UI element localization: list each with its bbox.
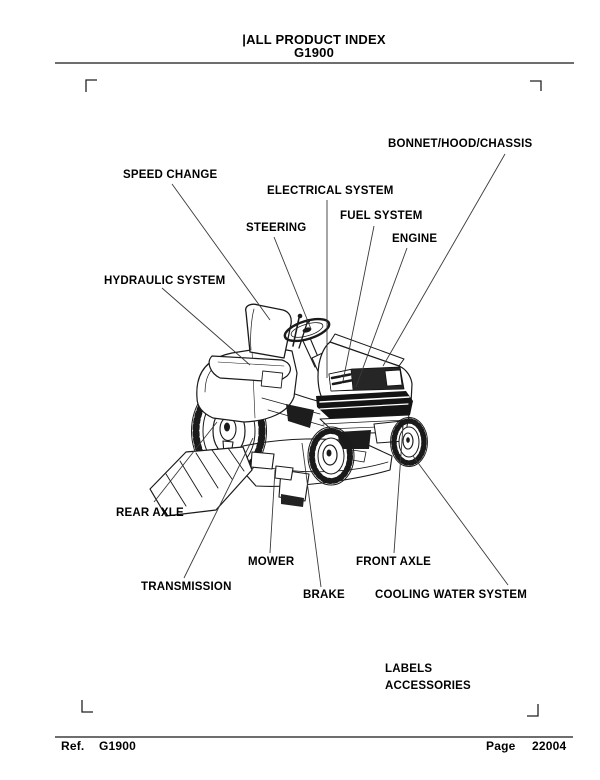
callout-brake[interactable]: BRAKE	[303, 589, 345, 601]
leader-line-brake	[301, 442, 322, 588]
crop-mark-bottom-left-icon	[81, 700, 93, 713]
leader-line-rear-axle	[153, 421, 218, 503]
model-title: G1900	[293, 45, 335, 60]
footer-page-value: 22004	[532, 739, 567, 753]
footer-ref-value: G1900	[99, 739, 137, 753]
header-rule	[55, 62, 574, 64]
discharge-chute	[149, 446, 253, 517]
intake-slots	[330, 373, 353, 386]
callout-hydraulic-system[interactable]: HYDRAULIC SYSTEM	[104, 275, 226, 287]
leader-line-hydraulic-system	[161, 287, 251, 366]
callout-fuel-system[interactable]: FUEL SYSTEM	[340, 210, 423, 222]
callout-transmission[interactable]: TRANSMISSION	[141, 581, 232, 593]
tractor-illustration	[149, 303, 428, 517]
leader-line-front-axle	[393, 425, 404, 554]
callout-speed-change[interactable]: SPEED CHANGE	[123, 169, 218, 181]
leader-lines	[153, 153, 509, 588]
footer-page-label: Page	[486, 739, 516, 753]
footer-ref-label: Ref.	[61, 739, 85, 753]
leader-line-fuel-system	[342, 225, 375, 382]
callout-front-axle[interactable]: FRONT AXLE	[356, 556, 432, 568]
leader-line-mower	[269, 469, 276, 554]
leader-line-transmission	[183, 437, 254, 579]
leader-line-steering	[273, 236, 312, 330]
seat	[208, 303, 292, 383]
callout-engine[interactable]: ENGINE	[392, 233, 438, 245]
leader-line-cooling-water-system	[412, 455, 509, 586]
callout-labels[interactable]: LABELS	[385, 663, 433, 675]
callout-electrical-system[interactable]: ELECTRICAL SYSTEM	[267, 185, 394, 197]
callout-rear-axle[interactable]: REAR AXLE	[116, 507, 184, 519]
bonnet-hood	[316, 333, 413, 435]
product-index-title: |ALL PRODUCT INDEX	[242, 32, 386, 47]
front-near-wheel	[307, 426, 355, 486]
leader-line-engine	[355, 247, 408, 388]
callout-steering[interactable]: STEERING	[246, 222, 307, 234]
leader-line-bonnet-hood-chassis	[382, 153, 506, 367]
callout-mower[interactable]: MOWER	[248, 556, 295, 568]
crop-mark-top-left-icon	[85, 79, 97, 92]
leader-line-speed-change	[171, 183, 271, 321]
front-far-wheel	[390, 417, 428, 467]
callout-bonnet-hood-chassis[interactable]: BONNET/HOOD/CHASSIS	[388, 138, 533, 150]
steering-wheel	[283, 317, 331, 368]
footer-rule	[55, 736, 573, 738]
callout-cooling-water-system[interactable]: COOLING WATER SYSTEM	[375, 589, 528, 601]
callout-accessories[interactable]: ACCESSORIES	[385, 680, 471, 692]
crop-mark-bottom-right-icon	[527, 704, 539, 717]
crop-mark-top-right-icon	[530, 80, 542, 91]
